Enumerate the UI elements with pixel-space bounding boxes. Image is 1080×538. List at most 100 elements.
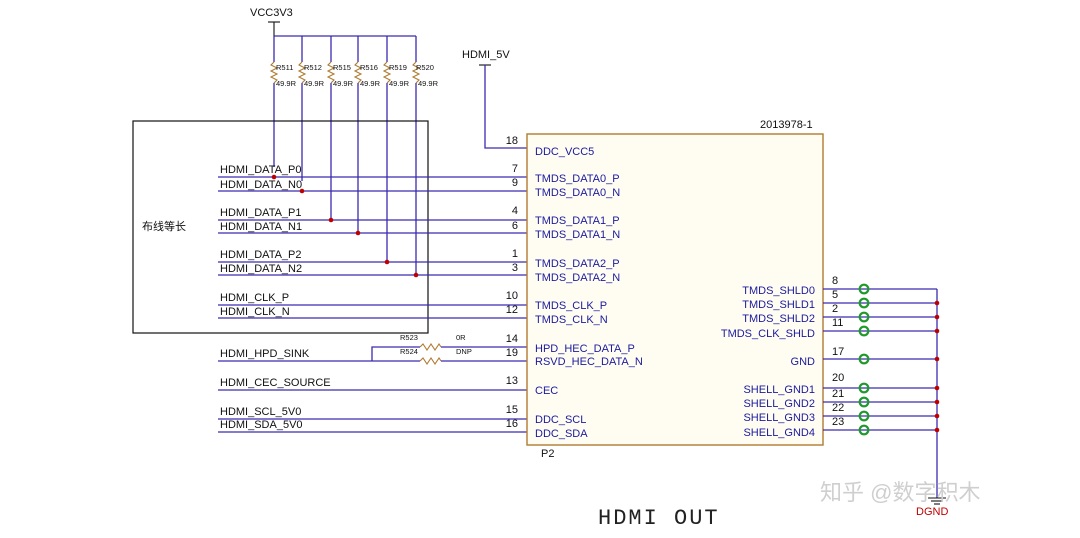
pin-number: 1: [512, 248, 518, 260]
pin-name: TMDS_SHLD0: [742, 285, 815, 297]
pin-number: 8: [832, 275, 838, 287]
r515-value: 49.9R: [333, 79, 354, 88]
hdmi-5v-label: HDMI_5V: [462, 49, 510, 61]
pin-name: CEC: [535, 385, 558, 397]
pin-name: HPD_HEC_DATA_P: [535, 343, 635, 355]
pin-name: TMDS_DATA2_P: [535, 258, 620, 270]
pin-number: 11: [832, 317, 843, 329]
pin-name: SHELL_GND3: [743, 412, 815, 424]
pin-name: TMDS_DATA0_N: [535, 187, 620, 199]
watermark: 知乎 @数字积木: [820, 480, 980, 505]
pin-number: 23: [832, 416, 844, 428]
signal-label: HDMI_DATA_P1: [220, 207, 302, 219]
r511-value: 49.9R: [276, 79, 297, 88]
dgnd-symbol: DGND: [916, 497, 948, 518]
pin-number: 9: [512, 177, 518, 189]
pin-number: 16: [506, 418, 518, 430]
pin-name: TMDS_SHLD1: [742, 299, 815, 311]
pin-name: TMDS_CLK_SHLD: [721, 328, 815, 340]
signal-wires: [218, 176, 527, 433]
r519-ref: R519: [389, 63, 407, 72]
r520-ref: R520: [416, 63, 434, 72]
r512-ref: R512: [304, 63, 322, 72]
pin-name: TMDS_DATA1_P: [535, 215, 620, 227]
signal-label: HDMI_HPD_SINK: [220, 348, 310, 360]
pin-name: SHELL_GND2: [743, 398, 815, 410]
r523-ref: R523: [400, 333, 418, 342]
pin-number: 14: [506, 333, 518, 345]
r524-value: DNP: [456, 347, 472, 356]
pin-name: DDC_SDA: [535, 428, 588, 440]
connector-part-number: 2013978-1: [760, 119, 813, 131]
pin-number: 7: [512, 163, 518, 175]
pin-name: RSVD_HEC_DATA_N: [535, 356, 643, 368]
pin-number: 2: [832, 303, 838, 315]
schematic-title: HDMI OUT: [598, 506, 720, 531]
r512-value: 49.9R: [304, 79, 325, 88]
hdmi-connector-body: [526, 133, 824, 446]
junction-dots: [271, 174, 419, 278]
pin-name: GND: [791, 356, 816, 368]
signal-label: HDMI_CEC_SOURCE: [220, 377, 331, 389]
resistor-r519: R519 49.9R: [382, 36, 410, 261]
resistor-r511: R511 49.9R: [269, 36, 297, 167]
pin-number: 10: [506, 290, 518, 302]
r519-value: 49.9R: [389, 79, 410, 88]
pin-name: TMDS_DATA1_N: [535, 229, 620, 241]
pin-name: DDC_VCC5: [535, 146, 594, 158]
r516-value: 49.9R: [360, 79, 381, 88]
pin-name: DDC_SCL: [535, 414, 586, 426]
signal-label: HDMI_DATA_P2: [220, 249, 302, 261]
pin-number: 17: [832, 346, 844, 358]
dgnd-label: DGND: [916, 506, 948, 518]
pin-name: TMDS_DATA2_N: [535, 272, 620, 284]
pin-name: SHELL_GND1: [743, 384, 815, 396]
pin-number: 20: [832, 372, 844, 384]
pin-number: 21: [832, 388, 844, 400]
pin-name: SHELL_GND4: [743, 427, 815, 439]
connector-ref: P2: [541, 448, 554, 460]
r516-ref: R516: [360, 63, 378, 72]
pin-number: 13: [506, 375, 518, 387]
pin-number: 4: [512, 205, 518, 217]
r524-ref: R524: [400, 347, 418, 356]
connector-right-pins: TMDS_SHLD0 8 TMDS_SHLD1 5 TMDS_SHLD2 2 T…: [721, 275, 844, 439]
vcc3v3-symbol: VCC3V3: [250, 7, 293, 36]
pin-name: TMDS_CLK_N: [535, 314, 608, 326]
pin-number: 15: [506, 404, 518, 416]
signal-label: HDMI_DATA_N2: [220, 263, 302, 275]
pin-number: 6: [512, 220, 518, 232]
connector-left-pins: 18 DDC_VCC5 7 TMDS_DATA0_P 9 TMDS_DATA0_…: [506, 135, 643, 440]
hpd-resistors: R523 0R R524 DNP: [371, 333, 527, 365]
hdmi-5v-symbol: HDMI_5V: [462, 49, 527, 149]
pin-name: TMDS_CLK_P: [535, 300, 607, 312]
termination-resistors: R511 49.9R R512 49.9R R515 49.9R R516 49…: [269, 36, 439, 274]
resistor-r520: R520 49.9R: [411, 36, 439, 274]
r523-value: 0R: [456, 333, 466, 342]
ground-wiring: [823, 283, 940, 498]
r511-ref: R511: [276, 63, 293, 72]
signal-label: HDMI_CLK_P: [220, 292, 289, 304]
signal-label: HDMI_SCL_5V0: [220, 406, 301, 418]
pin-name: TMDS_SHLD2: [742, 313, 815, 325]
pin-name: TMDS_DATA0_P: [535, 173, 620, 185]
pin-number: 19: [506, 347, 518, 359]
resistor-r515: R515 49.9R: [326, 36, 354, 219]
pin-number: 22: [832, 402, 844, 414]
signal-label: HDMI_DATA_N1: [220, 221, 302, 233]
signal-label: HDMI_DATA_N0: [220, 179, 302, 191]
pin-number: 3: [512, 262, 518, 274]
vcc3v3-label: VCC3V3: [250, 7, 293, 19]
signal-label: HDMI_SDA_5V0: [220, 419, 303, 431]
r520-value: 49.9R: [418, 79, 439, 88]
r515-ref: R515: [333, 63, 351, 72]
pin-number: 18: [506, 135, 518, 147]
pin-number: 5: [832, 289, 838, 301]
signal-labels: HDMI_DATA_P0 HDMI_DATA_N0 HDMI_DATA_P1 H…: [220, 164, 331, 431]
resistor-r512: R512 49.9R: [297, 36, 325, 181]
resistor-r516: R516 49.9R: [353, 36, 381, 232]
length-match-label: 布线等长: [142, 219, 186, 233]
signal-label: HDMI_DATA_P0: [220, 164, 302, 176]
signal-label: HDMI_CLK_N: [220, 306, 290, 318]
